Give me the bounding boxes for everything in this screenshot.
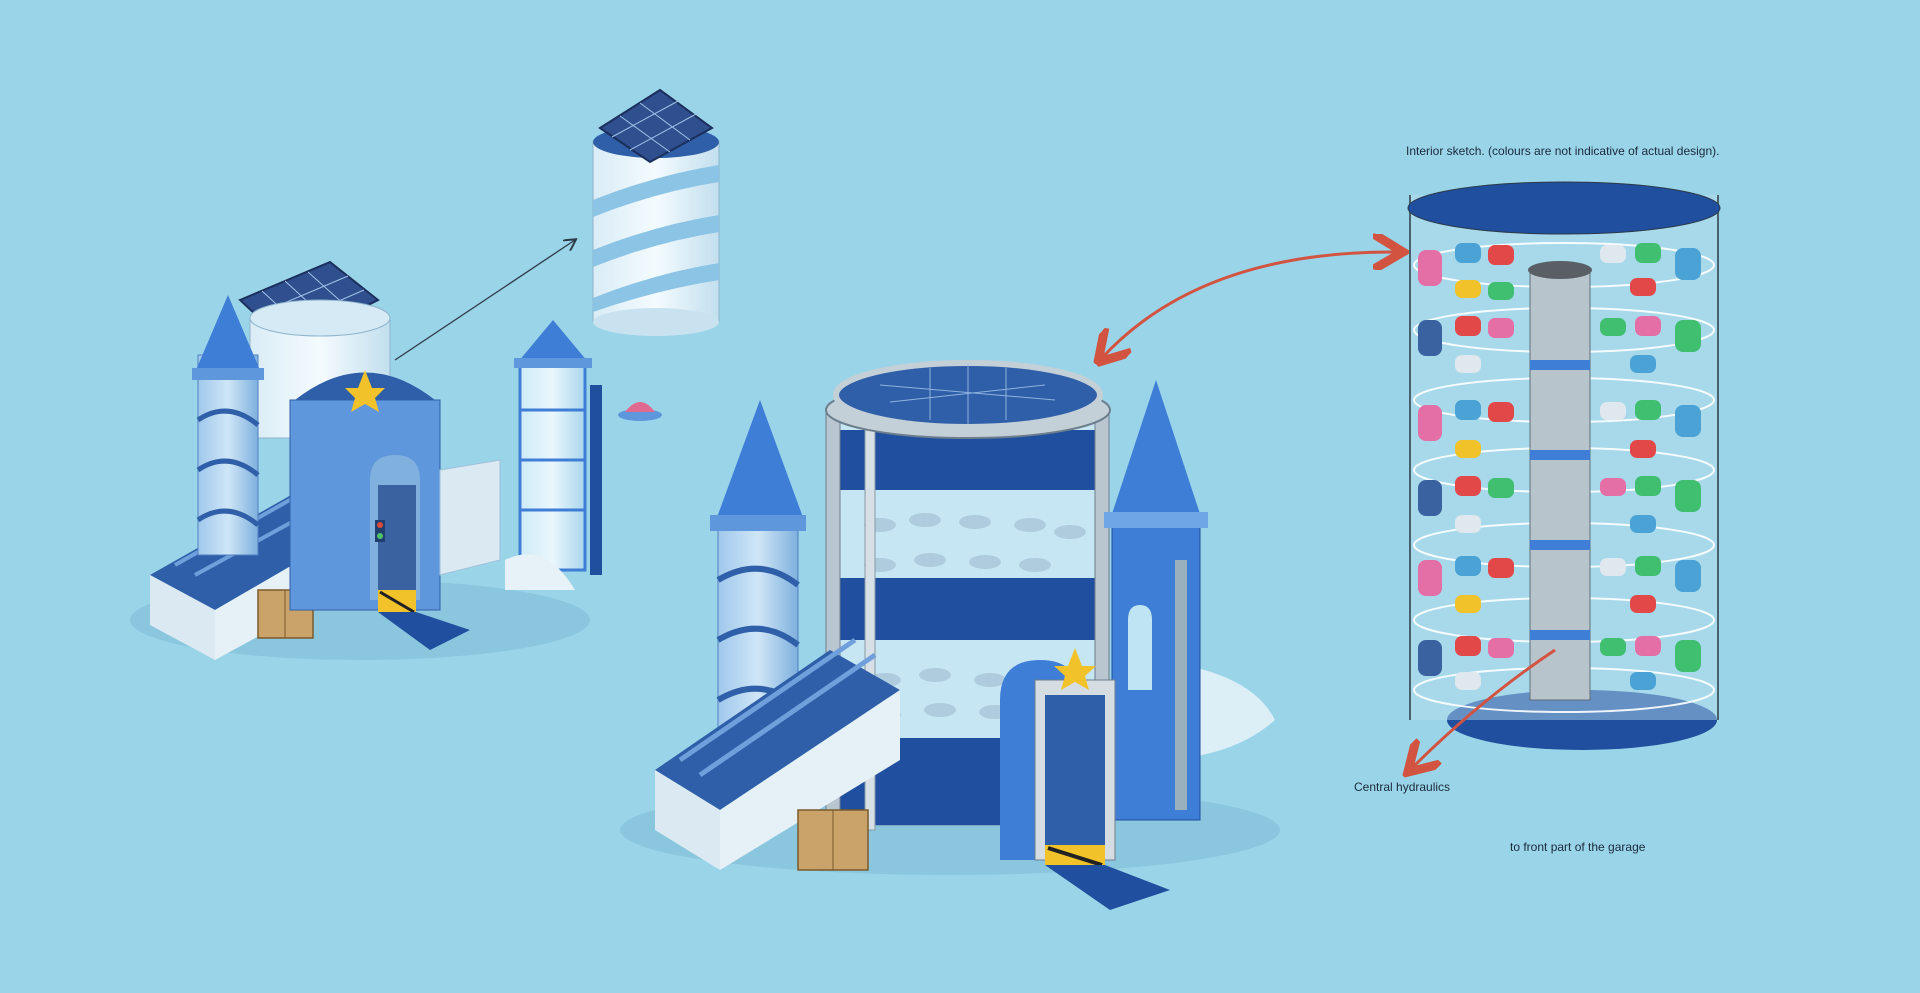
link-arrow (1100, 252, 1400, 360)
central-hydraulics-label: Central hydraulics (1354, 780, 1451, 794)
small-garage-building (130, 240, 662, 660)
front-part-label: to front part of the garage (1510, 840, 1646, 854)
crown-icon (345, 370, 385, 412)
solar-panel-icon (879, 364, 1056, 424)
flying-car-icon (618, 402, 662, 421)
solar-cylinder-module (592, 88, 720, 336)
crown-icon (1054, 648, 1096, 690)
parked-cars-row (1418, 243, 1701, 690)
solar-panel-icon (598, 88, 714, 164)
central-hydraulics-column (1528, 261, 1592, 701)
interior-sketch-caption: Interior sketch. (colours are not indica… (1406, 144, 1720, 158)
interior-sketch (1408, 181, 1721, 770)
large-garage-building (620, 360, 1280, 910)
